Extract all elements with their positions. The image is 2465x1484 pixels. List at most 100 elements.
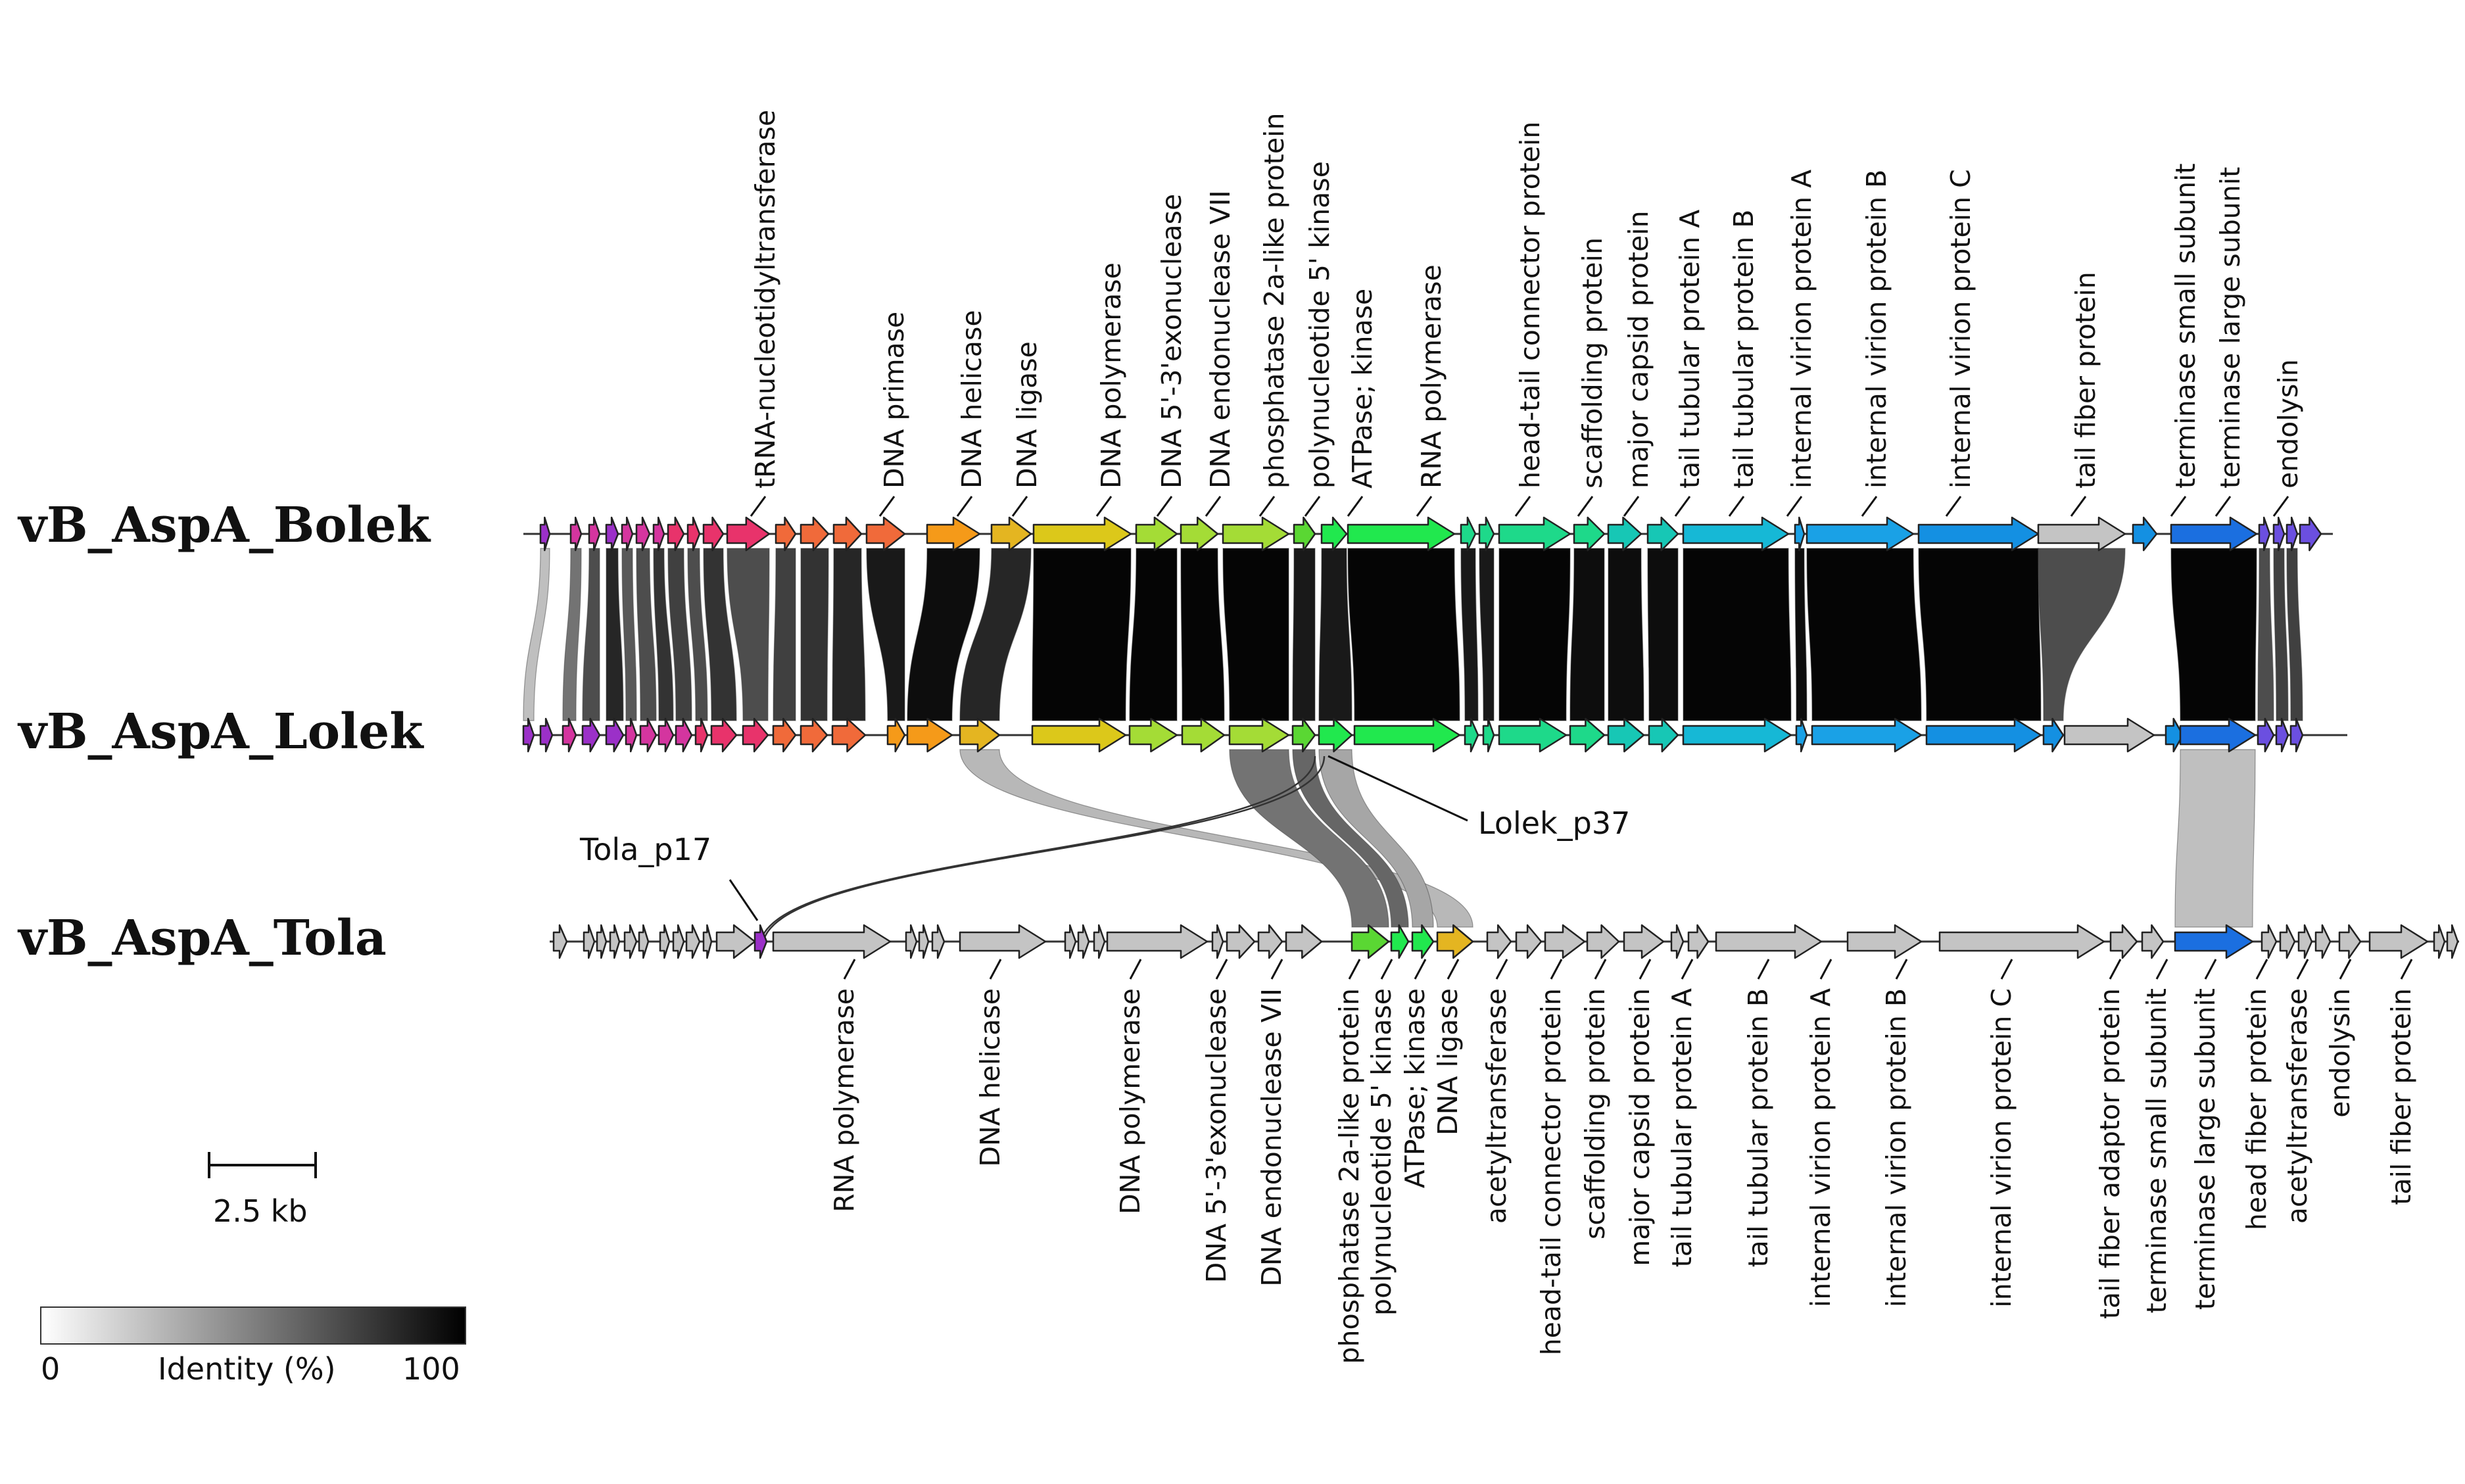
gene-label-top: head-tail connector protein: [1514, 122, 1546, 489]
label-leader: [1156, 496, 1173, 517]
gene-arrow: [1917, 516, 2040, 552]
label-leader: [1895, 959, 1908, 980]
similarity-link-bolek-lolek: [562, 548, 582, 721]
gene-label-bottom: tail fiber adaptor protein: [2094, 988, 2126, 1319]
similarity-link-bolek-lolek: [1569, 548, 1605, 721]
gene-arrow: [918, 924, 930, 959]
gene-arrow: [659, 924, 671, 959]
gene-label-bottom: terminase small subunit: [2141, 988, 2172, 1314]
label-leader: [1945, 496, 1962, 517]
gene-arrow: [1390, 924, 1410, 959]
label-leader: [2214, 496, 2232, 517]
gene-arrow: [931, 924, 945, 959]
gene-arrow: [2063, 717, 2155, 753]
similarity-link-bolek-lolek: [1460, 548, 1479, 721]
gene-arrows: [522, 516, 2459, 959]
gene-arrow: [1544, 924, 1586, 959]
gene-label-bottom: DNA ligase: [1432, 988, 1464, 1136]
label-leader: [2255, 959, 2268, 980]
label-leader: [1594, 959, 1607, 980]
gene-label-bottom: tail tubular protein A: [1666, 988, 1698, 1267]
gene-label-top: major capsid protein: [1623, 210, 1654, 489]
label-leader: [1011, 496, 1028, 517]
gene-label-top: endolysin: [2272, 359, 2304, 489]
gene-arrow: [1482, 717, 1495, 753]
gene-arrow: [710, 717, 738, 753]
label-leader: [1447, 959, 1460, 980]
similarity-link-bolek-lolek: [1683, 548, 1792, 721]
similarity-link-bolek-lolek: [1608, 548, 1644, 721]
label-leader: [2155, 959, 2168, 980]
label-leader: [843, 959, 856, 980]
gene-arrow: [1031, 717, 1127, 753]
gene-arrow: [905, 924, 918, 959]
label-leader: [1786, 496, 1803, 517]
similarity-link-bolek-lolek: [1180, 548, 1225, 721]
label-leader: [750, 496, 767, 517]
gene-label-bottom: endolysin: [2324, 988, 2356, 1118]
gene-arrow: [609, 924, 621, 959]
gene-arrow: [1486, 924, 1512, 959]
similarity-link-bolek-lolek: [667, 548, 692, 721]
gene-arrow: [1128, 717, 1178, 753]
gene-arrow: [772, 717, 797, 753]
gene-label-bottom: internal virion protein B: [1880, 988, 1912, 1307]
gene-label-bottom: ATPase; kinase: [1399, 988, 1431, 1188]
similarity-link-lolek-tola: [959, 749, 1473, 928]
gene-arrow: [2272, 516, 2286, 552]
similarity-link-bolek-lolek: [1129, 548, 1178, 721]
gene-arrow: [2286, 516, 2299, 552]
label-leader-lines: [750, 496, 2413, 980]
similarity-link-bolek-lolek: [866, 548, 905, 721]
gene-arrow: [522, 717, 535, 753]
gene-arrow: [1228, 717, 1290, 753]
gene-arrow: [865, 516, 906, 552]
label-leader: [1215, 959, 1228, 980]
label-leader: [2170, 496, 2187, 517]
genome-name-bolek: vB_AspA_Bolek: [17, 497, 431, 554]
gene-arrow: [772, 924, 892, 959]
gene-label-bottom: DNA helicase: [974, 988, 1006, 1167]
gene-label-top: tRNA-nucleotidyltransferase: [750, 110, 781, 489]
gene-label-bottom: internal virion protein A: [1805, 988, 1836, 1307]
gene-arrow: [1093, 924, 1106, 959]
gene-arrow: [1347, 516, 1456, 552]
gene-arrow: [800, 717, 828, 753]
label-leader: [2400, 959, 2413, 980]
gene-arrow: [2257, 717, 2275, 753]
gene-label-bottom: DNA 5'-3'exonuclease: [1201, 988, 1232, 1283]
gene-label-top: phosphatase 2a-like protein: [1258, 113, 1290, 489]
similarity-link-bolek-lolek: [703, 548, 737, 721]
similarity-links: [523, 548, 2303, 947]
similarity-link-bolek-lolek: [1347, 548, 1460, 721]
label-leader: [2339, 959, 2352, 980]
gene-arrow: [1607, 717, 1645, 753]
gene-arrow: [2174, 924, 2254, 959]
gene-arrow: [715, 924, 756, 959]
similarity-link-thin: [759, 755, 1316, 947]
gene-arrow: [831, 717, 867, 753]
identity-gradient-bar: [40, 1306, 466, 1345]
gene-label-bottom: DNA endonuclease VII: [1256, 988, 1287, 1287]
similarity-link-bolek-lolek: [1498, 548, 1571, 721]
similarity-link-bolek-lolek: [621, 548, 637, 721]
gene-arrow: [2299, 516, 2322, 552]
similarity-link-bolek-lolek: [523, 548, 550, 721]
label-leader: [1416, 496, 1433, 517]
gene-arrow: [1515, 924, 1543, 959]
gene-arrow: [625, 717, 638, 753]
gene-arrow: [2279, 924, 2296, 959]
callout-label: Tola_p17: [579, 832, 711, 867]
label-leader: [1514, 496, 1531, 517]
gene-arrow: [990, 516, 1032, 552]
gene-arrow: [2258, 516, 2271, 552]
gene-arrow: [1670, 924, 1685, 959]
gene-arrow: [539, 516, 551, 552]
gene-arrow: [2132, 516, 2158, 552]
similarity-link-bolek-lolek: [800, 548, 829, 721]
gene-arrow: [694, 717, 709, 753]
gene-arrow: [635, 516, 651, 552]
gene-label-bottom: phosphatase 2a-like protein: [1333, 988, 1365, 1364]
similarity-link-lolek-tola: [1292, 749, 1409, 928]
